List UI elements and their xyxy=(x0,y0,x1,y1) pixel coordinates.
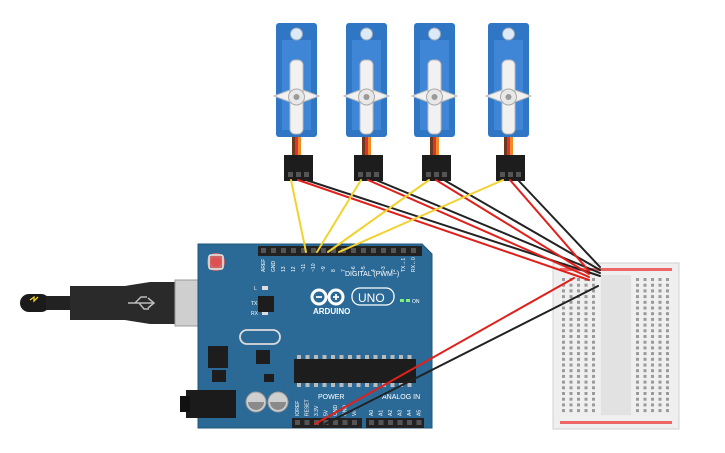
digital-pin-label: 12 xyxy=(291,266,297,272)
power-pin-label: RESET xyxy=(305,399,311,416)
analog-pin-label: A1 xyxy=(379,410,385,416)
digital-pin-label: 7 xyxy=(341,269,347,272)
digital-header-label: DIGITAL (PWM~) xyxy=(345,271,399,278)
digital-pin-label: GND xyxy=(271,261,277,273)
wires xyxy=(290,179,601,425)
digital-pin-label: 4 xyxy=(371,269,377,272)
led-label-tx: TX xyxy=(251,301,258,307)
digital-pin-label: 2 xyxy=(391,269,397,272)
signal-wire xyxy=(316,179,362,253)
arduino-logo-icon xyxy=(310,288,345,306)
digital-pin-labels: AREF GND 13 12 ~11 ~10 ~9 8 7 ~6 ~5 4 ~3 2 TX→1 RX←0 xyxy=(261,257,417,272)
power-pin-label: 3.3V xyxy=(314,405,320,416)
power-pin-label: Vin xyxy=(352,409,358,416)
signal-wire xyxy=(327,179,430,253)
analog-pin-label: A5 xyxy=(417,410,423,416)
digital-pin-label: AREF xyxy=(261,259,267,272)
atmega-chip xyxy=(294,359,416,383)
digital-pin-label: ~6 xyxy=(351,266,357,272)
analog-pin-label: A4 xyxy=(407,410,413,416)
usb-cable[interactable] xyxy=(20,279,220,327)
brand-label: ARDUINO xyxy=(313,307,350,316)
power-wire xyxy=(314,277,575,425)
led-label-l: L xyxy=(254,286,257,292)
signal-wire xyxy=(338,179,504,253)
power-wire xyxy=(435,179,590,275)
ground-wire xyxy=(517,179,601,268)
usb-chip xyxy=(258,296,274,312)
digital-pin-label: 13 xyxy=(281,266,287,272)
digital-pin-label: 8 xyxy=(331,269,337,272)
servo-1[interactable] xyxy=(272,23,321,181)
digital-pin-label: ~3 xyxy=(381,266,387,272)
servo-3[interactable] xyxy=(410,23,459,181)
analog-pin-label: A0 xyxy=(369,410,375,416)
digital-pin-label: ~10 xyxy=(311,263,317,272)
power-wire xyxy=(297,179,590,281)
led-label-rx: RX xyxy=(251,311,259,317)
digital-pin-label: ~5 xyxy=(361,266,367,272)
signal-wire xyxy=(290,179,307,253)
analog-pin-label: A3 xyxy=(398,410,404,416)
analog-header-label: ANALOG IN xyxy=(382,394,420,401)
model-label: UNO xyxy=(358,291,385,305)
arduino-board[interactable]: AREF GND 13 12 ~11 ~10 ~9 8 7 ~6 ~5 4 ~3 2 TX→1 RX←0 DI… xyxy=(180,243,433,429)
ground-wire xyxy=(324,285,599,425)
power-header-label: POWER xyxy=(318,394,344,401)
power-pin-label: GND xyxy=(333,405,339,417)
dc-jack-icon[interactable] xyxy=(180,390,236,418)
servo-2[interactable] xyxy=(342,23,391,181)
digital-pin-label: ~9 xyxy=(321,266,327,272)
usb-cable-icon xyxy=(128,296,156,310)
digital-pin-label: TX→1 xyxy=(401,258,407,272)
on-label: ON xyxy=(412,299,420,305)
crystal xyxy=(239,329,281,345)
servo-4[interactable] xyxy=(484,23,533,181)
breadboard[interactable] xyxy=(552,262,680,430)
power-pin-label: GND xyxy=(343,405,349,417)
analog-pin-label: A2 xyxy=(388,410,394,416)
power-pin-label: IOREF xyxy=(295,401,301,416)
digital-pin-label: RX←0 xyxy=(411,257,417,272)
digital-pin-label: ~11 xyxy=(301,264,307,272)
power-wire xyxy=(509,179,590,272)
small-chip xyxy=(256,350,270,364)
voltage-regulator xyxy=(208,346,228,368)
analog-header xyxy=(366,418,424,428)
power-pin-label: 5V xyxy=(324,409,330,416)
